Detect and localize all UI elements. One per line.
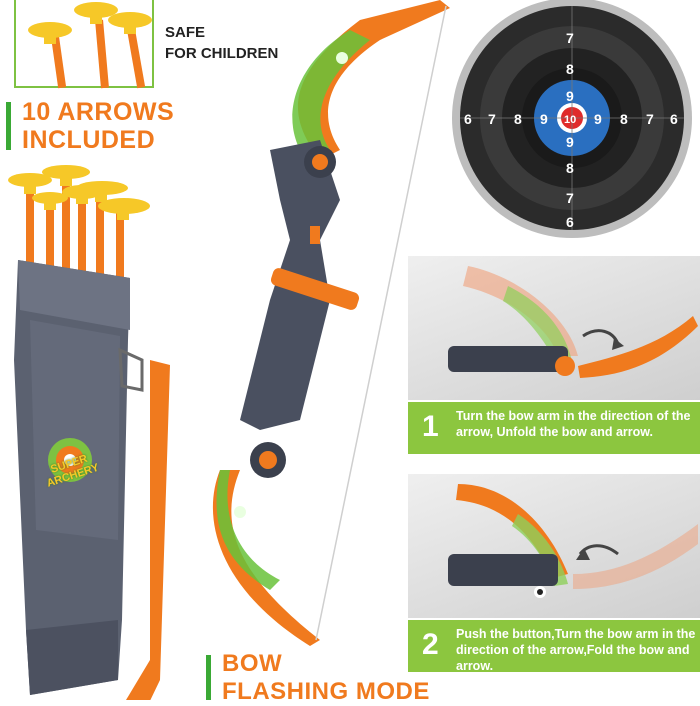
step-1-caption-bar: 1 Turn the bow arm in the direction of t…: [408, 402, 700, 454]
bow-flashing-mode-title: BOW FLASHING MODE: [222, 650, 430, 705]
score-bottom-8: 8: [566, 160, 574, 176]
score-left-8: 8: [514, 111, 522, 127]
step-1-text: Turn the bow arm in the direction of the…: [456, 409, 691, 439]
score-right-7: 7: [646, 111, 654, 127]
step-2-photo: [408, 474, 700, 618]
bow-image: [212, 0, 450, 646]
target-face: 7 8 9 9 8 7 6 6 7 8 9 9 8 7 6 10: [452, 0, 692, 238]
score-bullseye: 10: [564, 114, 576, 126]
score-inner-top: 9: [566, 88, 574, 104]
safe-for-children-label: SAFE FOR CHILDREN: [165, 24, 279, 62]
title-accent-bar: [6, 102, 11, 150]
score-bottom-6: 6: [566, 214, 574, 230]
suction-arrows-image: [28, 2, 152, 89]
step-2-text: Push the button,Turn the bow arm in the …: [456, 627, 696, 673]
step-2-caption-bar: 2 Push the button,Turn the bow arm in th…: [408, 620, 700, 673]
score-top-7: 7: [566, 30, 574, 46]
step-2-number: 2: [422, 628, 439, 661]
score-top-8: 8: [566, 61, 574, 77]
step-2-panel: 2 Push the button,Turn the bow arm in th…: [408, 474, 700, 674]
arrows-included-title: 10 ARROWS INCLUDED: [22, 98, 175, 154]
step-1-number: 1: [422, 410, 439, 443]
safe-badge-frame: [14, 0, 154, 88]
score-right-9: 9: [594, 111, 602, 127]
score-right-8: 8: [620, 111, 628, 127]
score-inner-bottom: 9: [566, 134, 574, 150]
score-left-9: 9: [540, 111, 548, 127]
score-left-6: 6: [464, 111, 472, 127]
quiver-image: [8, 165, 170, 700]
bow-title-accent-bar: [206, 655, 211, 700]
step-1-panel: 1 Turn the bow arm in the direction of t…: [408, 256, 700, 456]
score-right-6: 6: [670, 111, 678, 127]
score-bottom-7: 7: [566, 190, 574, 206]
score-left-7: 7: [488, 111, 496, 127]
step-1-photo: [408, 256, 700, 400]
